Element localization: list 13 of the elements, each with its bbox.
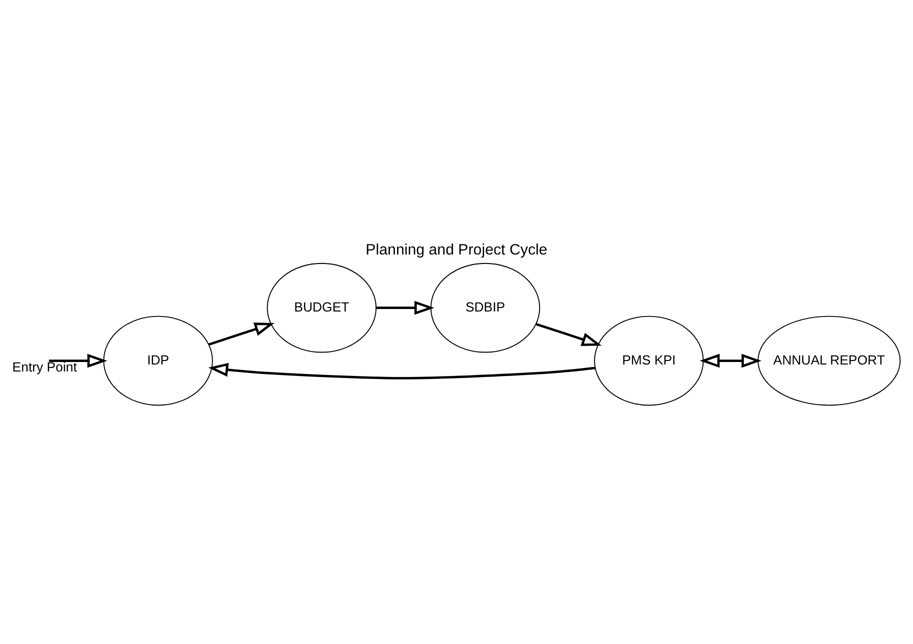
node-ellipse: ANNUAL REPORT <box>758 316 901 406</box>
edge-label: Entry Point <box>12 359 77 374</box>
node-ellipse: PMS KPI <box>594 316 704 406</box>
node-ellipse: BUDGET <box>266 262 377 353</box>
arrow <box>48 354 108 368</box>
arrow <box>376 300 434 315</box>
diagram-title: Planning and Project Cycle <box>366 242 548 259</box>
node-ellipse: IDP <box>103 316 213 406</box>
arrow <box>208 362 596 380</box>
node-ellipse: SDBIP <box>430 262 540 353</box>
arrow <box>700 354 762 368</box>
arrow <box>536 323 602 346</box>
arrow <box>208 322 274 346</box>
